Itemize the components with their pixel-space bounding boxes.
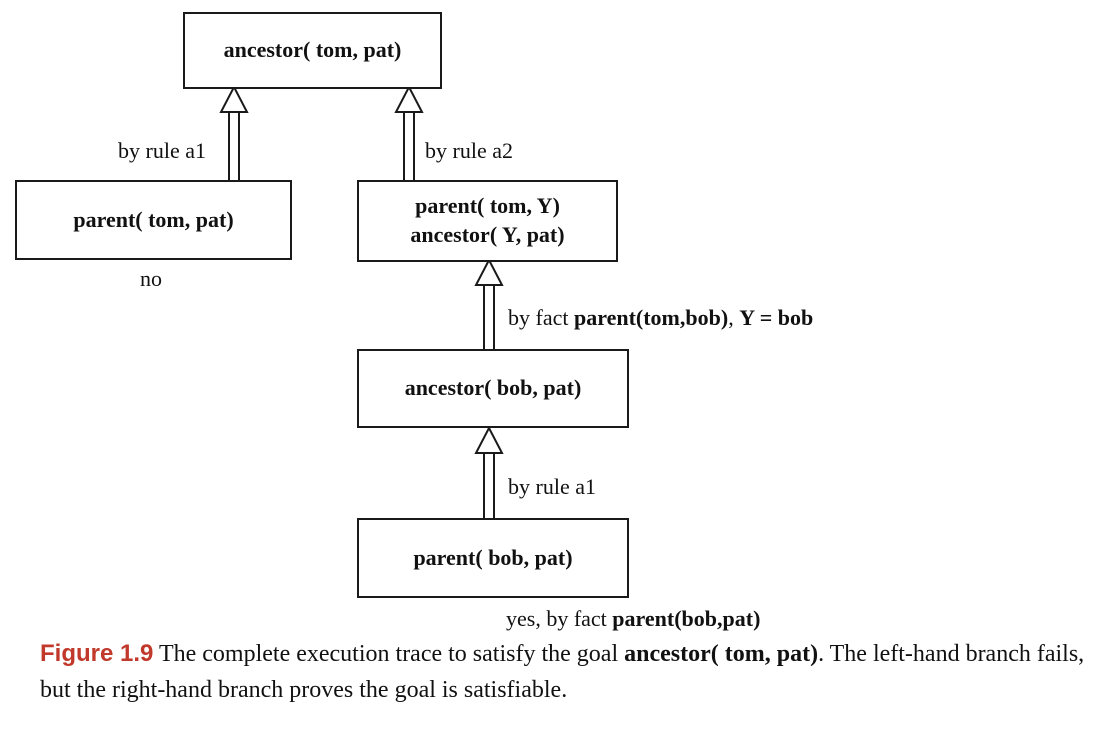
fact-prefix: by fact	[508, 305, 569, 330]
caption-goal: ancestor( tom, pat)	[624, 641, 819, 667]
fact-sep: ,	[728, 305, 734, 330]
arrow-lower-to-mid	[474, 257, 504, 349]
node-left-label: parent( tom, pat)	[73, 206, 234, 232]
figure-number: Figure 1.9	[40, 640, 154, 667]
caption-text-before: The complete execution trace to satisfy …	[158, 641, 619, 667]
result-bottom-term: parent(bob,pat)	[612, 606, 761, 631]
result-bottom: yes, by fact parent(bob,pat)	[506, 606, 760, 632]
fact-term: parent(tom,bob)	[573, 305, 729, 330]
caption-text-after: . The left-hand branch fails, but the ri…	[40, 641, 1085, 703]
node-mid-line1: parent( tom, Y)	[415, 193, 560, 219]
edge-label-left-rule: by rule a1	[118, 138, 206, 163]
arrow-bottom-to-lower	[474, 425, 504, 518]
node-mid: parent( tom, Y) ancestor( Y, pat)	[357, 180, 618, 262]
edge-label-right-rule: by rule a2	[425, 138, 513, 163]
node-bottom: parent( bob, pat)	[357, 518, 629, 598]
fact-binding: Y = bob	[739, 305, 814, 330]
arrow-mid-to-root	[394, 84, 424, 180]
node-root: ancestor( tom, pat)	[183, 12, 442, 89]
result-left: no	[140, 266, 162, 291]
node-mid-line2: ancestor( Y, pat)	[410, 222, 565, 247]
edge-label-fact: by fact parent(tom,bob), Y = bob	[508, 305, 813, 331]
node-lower-label: ancestor( bob, pat)	[404, 375, 582, 401]
node-left: parent( tom, pat)	[15, 180, 292, 260]
arrow-left-to-root	[219, 84, 249, 180]
node-bottom-label: parent( bob, pat)	[413, 544, 573, 570]
edge-label-lower-rule: by rule a1	[508, 474, 596, 499]
figure-caption: Figure 1.9 The complete execution trace …	[40, 636, 1100, 708]
node-lower: ancestor( bob, pat)	[357, 349, 629, 428]
node-root-label: ancestor( tom, pat)	[223, 37, 402, 63]
result-bottom-prefix: yes, by fact	[506, 606, 607, 631]
